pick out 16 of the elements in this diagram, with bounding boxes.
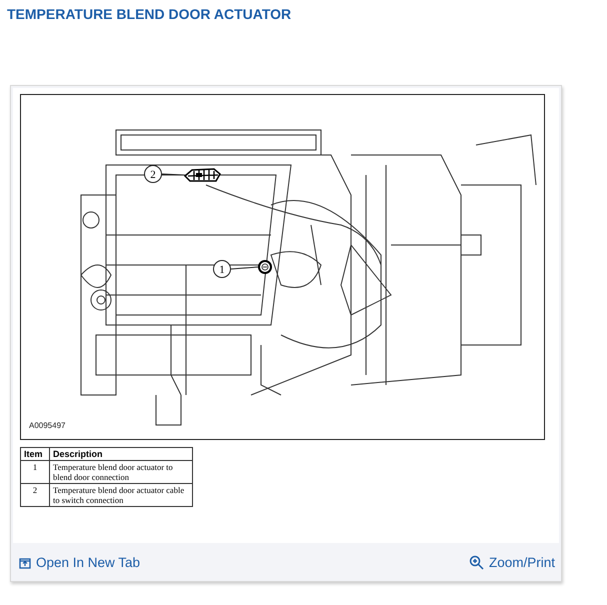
table-header: Description [50,448,192,460]
leader-line [230,266,258,270]
callout-number: 2 [144,165,162,183]
page-title: TEMPERATURE BLEND DOOR ACTUATOR [7,6,292,22]
actuator-shaft-part [258,260,272,274]
leader-line [162,174,184,176]
item-number: 1 [20,460,50,484]
electrical-connector-part [184,167,222,183]
zoom-print-link: Zoom/Print [488,555,555,570]
open-link: Open In New Tab [36,555,140,570]
item-description: Temperature blend door actuator cable to switch connection [50,484,192,506]
callout-number: 1 [213,260,231,278]
item-description: Temperature blend door actuator to blend door connection [50,460,192,484]
figure-code: A0095497 [29,421,66,430]
item-number: 2 [20,484,50,506]
table-header: Item [20,448,50,460]
